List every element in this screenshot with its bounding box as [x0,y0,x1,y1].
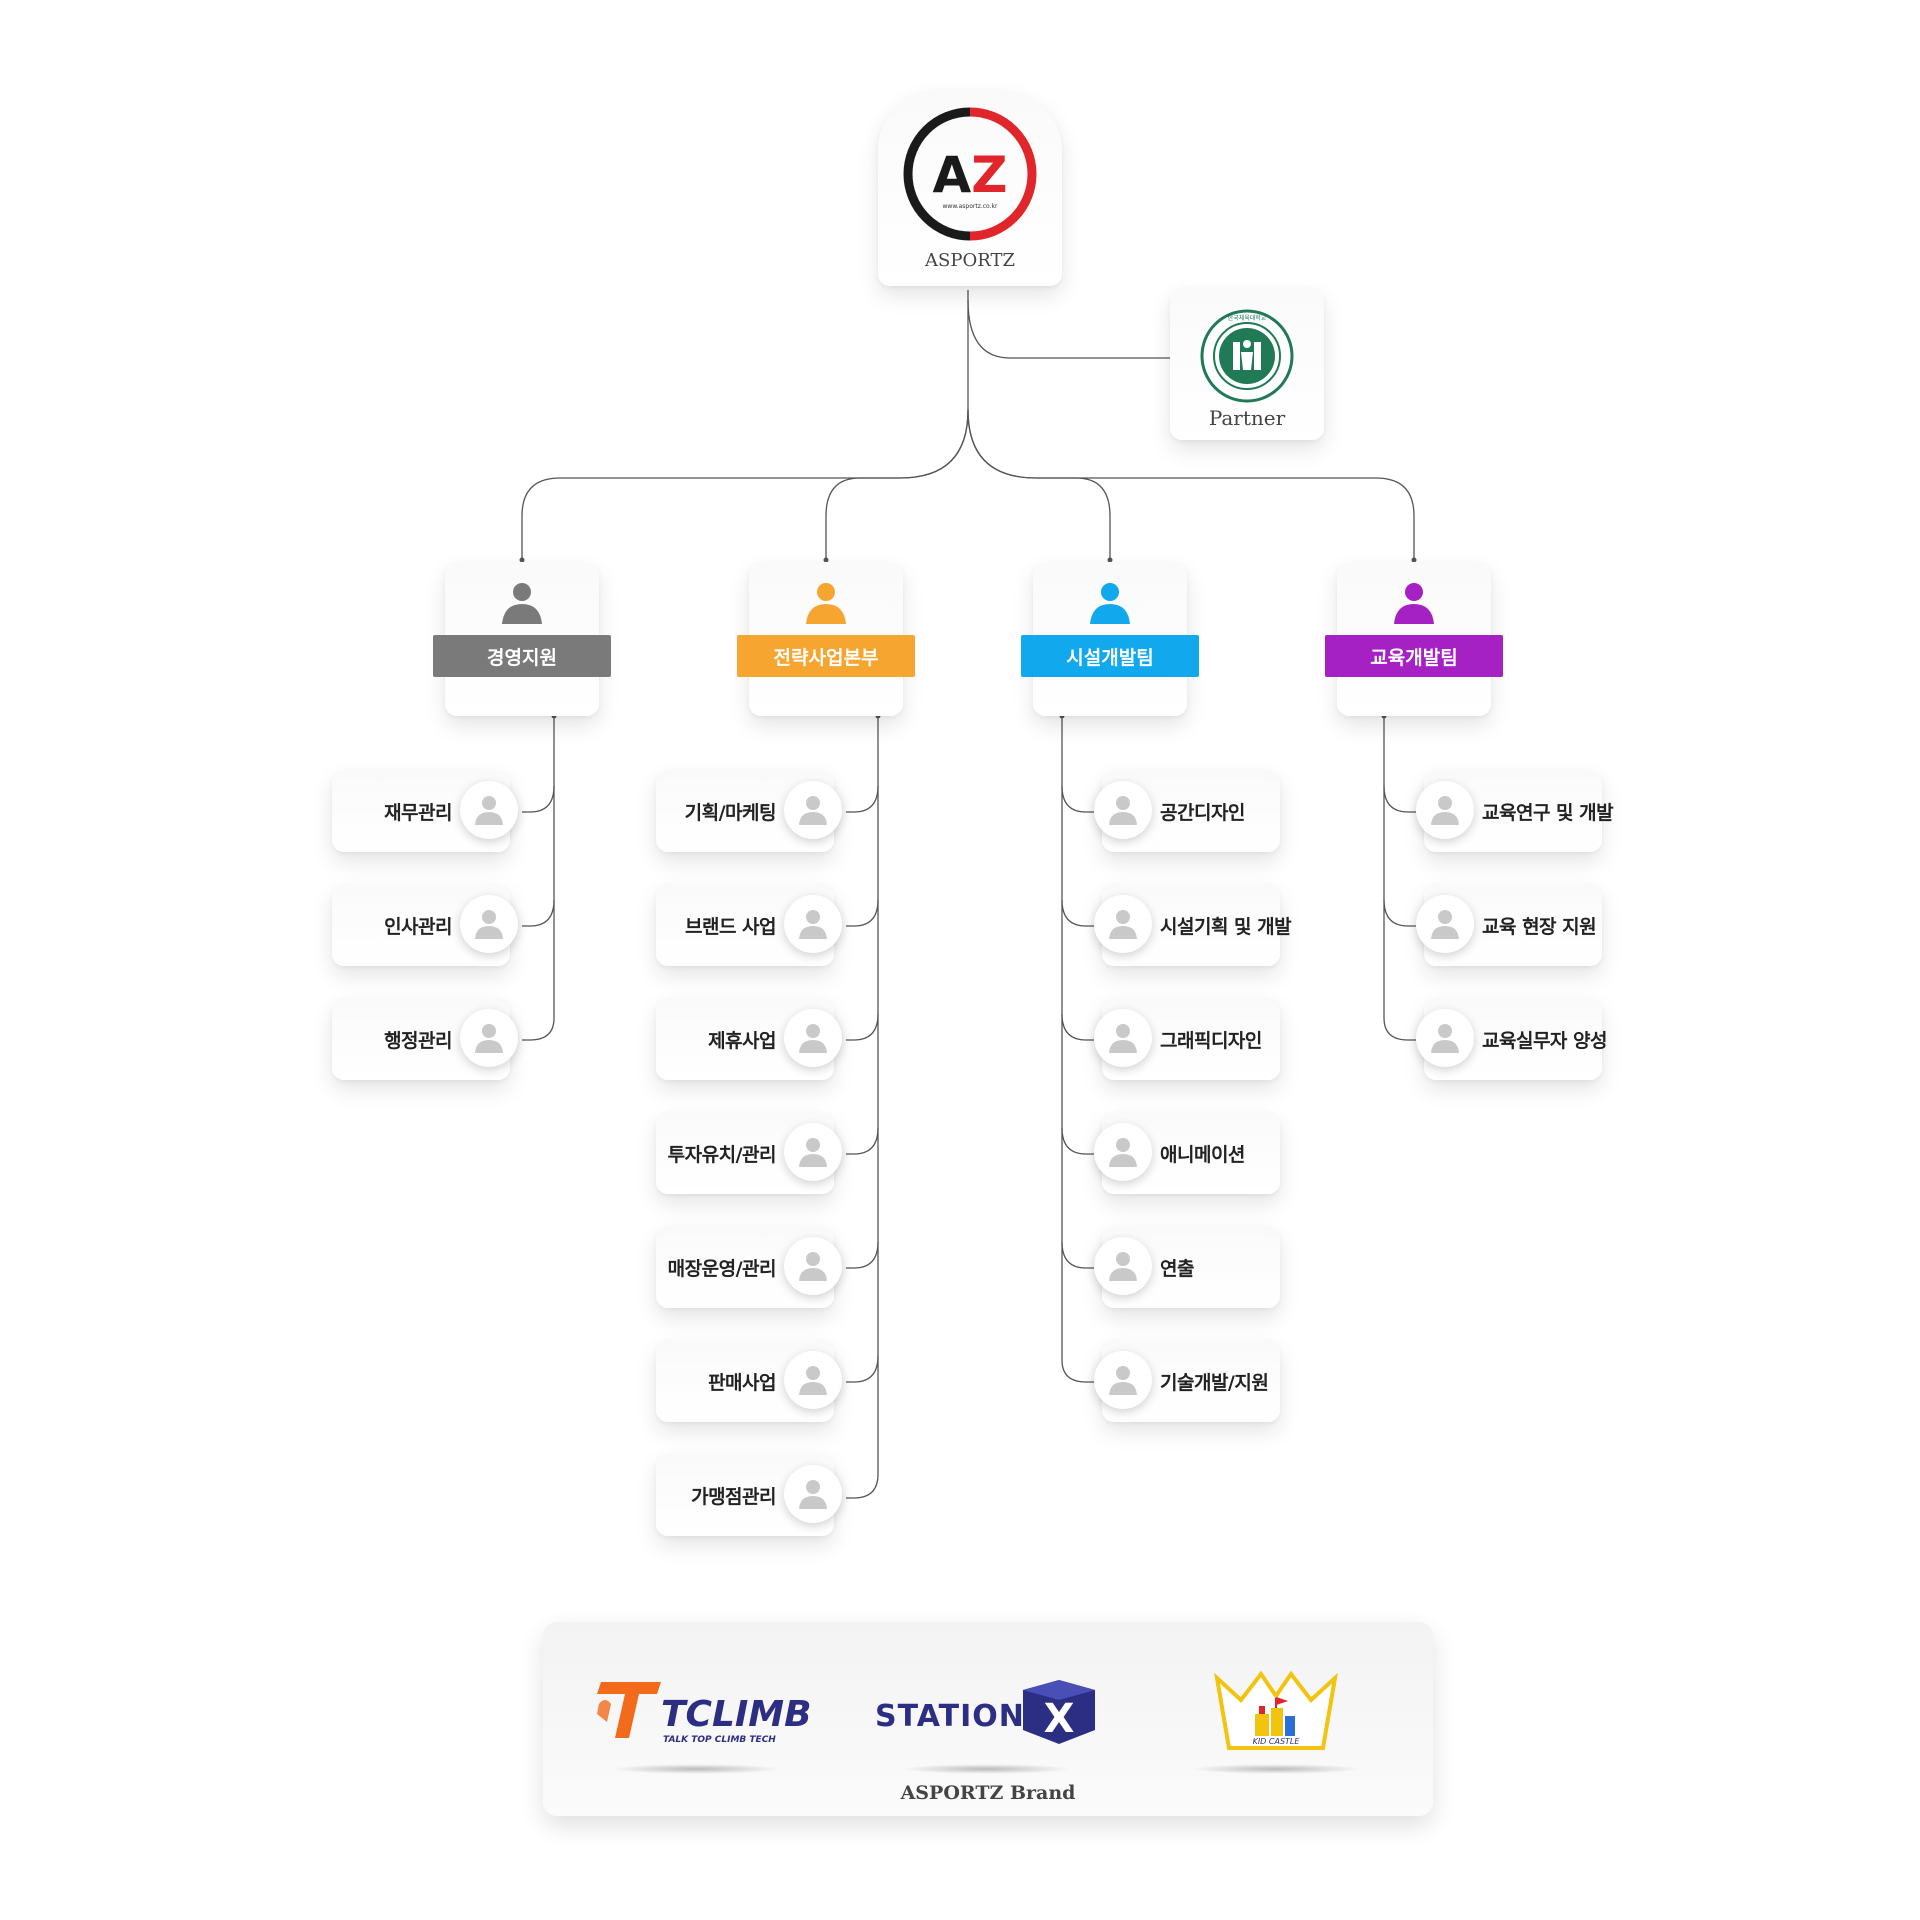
avatar-icon [784,1009,842,1067]
root-card: AZ www.asportz.co.kr ASPORTZ [878,90,1062,286]
brand-panel: TCLIMB TALK TOP CLIMB TECH STATION X KID… [543,1622,1433,1816]
tclimb-logo: TCLIMB TALK TOP CLIMB TECH [597,1682,811,1745]
avatar-icon [1094,1351,1152,1409]
sub-item-label: 인사관리 [384,915,452,938]
avatar-icon [1094,1237,1152,1295]
person-icon [806,583,846,624]
sub-item: 가맹점관리 [656,1454,842,1536]
sub-item-label: 가맹점관리 [691,1485,776,1508]
sub-item-label: 교육연구 및 개발 [1482,801,1614,824]
sub-item-label: 시설기획 및 개발 [1160,915,1292,938]
avatar-icon [784,895,842,953]
avatar-icon [1416,1009,1474,1067]
station-name: STATION [875,1699,1025,1734]
sub-item: 시설기획 및 개발 [1094,884,1292,966]
person-icon [1394,583,1434,624]
sub-item: 행정관리 [332,998,518,1080]
sub-item: 교육실무자 양성 [1416,998,1607,1080]
sub-item: 인사관리 [332,884,518,966]
brand-shadow [1191,1764,1361,1774]
avatar-icon [1094,895,1152,953]
partner-caption: Partner [1208,406,1286,430]
station-mark: X [1044,1696,1075,1742]
asportz-logo: AZ www.asportz.co.kr [903,107,1037,241]
avatar-icon [1094,781,1152,839]
sub-item-label: 공간디자인 [1160,801,1245,824]
avatar-icon [1094,1009,1152,1067]
logo-text: AZ [933,146,1008,204]
dept-name-banner: 전략사업본부 [737,635,915,677]
person-icon [502,583,542,624]
sub-item-label: 기술개발/지원 [1160,1371,1269,1394]
seal-top-text: 한국체육대학교 [1228,314,1267,322]
dept-head-strategy: 전략사업본부 [737,562,915,716]
sub-item-label: 행정관리 [384,1029,452,1052]
avatar-icon [784,1465,842,1523]
sub-item: 기획/마케팅 [656,770,842,852]
avatar-icon [784,1123,842,1181]
sub-item: 기술개발/지원 [1094,1340,1280,1422]
root-caption: ASPORTZ [925,250,1015,271]
sub-item: 투자유치/관리 [656,1112,842,1194]
dept-head-facility: 시설개발팀 [1021,562,1199,716]
sub-item: 재무관리 [332,770,518,852]
sub-item: 그래픽디자인 [1094,998,1280,1080]
sub-item: 공간디자인 [1094,770,1280,852]
partner-card: 한국체육대학교 Partner [1170,288,1324,440]
avatar-icon [460,895,518,953]
avatar-icon [1416,781,1474,839]
sub-item-label: 재무관리 [384,801,452,824]
brand-shadow [901,1764,1071,1774]
sub-item-label: 브랜드 사업 [684,915,777,938]
sub-item: 교육 현장 지원 [1416,884,1602,966]
sub-item: 브랜드 사업 [656,884,842,966]
sub-item-label: 판매사업 [708,1371,776,1394]
tclimb-name: TCLIMB [661,1694,811,1735]
sub-item-label: 그래픽디자인 [1160,1029,1262,1052]
kidcastle-name: KID CASTLE [1253,1737,1301,1746]
sub-item-label: 연출 [1160,1257,1194,1280]
avatar-icon [784,781,842,839]
avatar-icon [460,1009,518,1067]
dept-name-banner: 교육개발팀 [1325,635,1503,677]
dept-head-management: 경영지원 [433,562,611,716]
sub-item-label: 투자유치/관리 [667,1143,777,1166]
sub-item-label: 교육 현장 지원 [1482,915,1597,938]
avatar-icon [784,1237,842,1295]
tclimb-tagline: TALK TOP CLIMB TECH [663,1735,776,1745]
dept-head-education: 교육개발팀 [1325,562,1503,716]
brand-caption: ASPORTZ Brand [900,1782,1076,1804]
sub-item: 매장운영/관리 [656,1226,842,1308]
sub-item: 연출 [1094,1226,1280,1308]
logo-url: www.asportz.co.kr [943,203,998,210]
avatar-icon [1416,895,1474,953]
partner-seal-icon: 한국체육대학교 [1200,309,1294,403]
kidcastle-logo: KID CASTLE [1214,1670,1338,1750]
dept-name-banner: 시설개발팀 [1021,635,1199,677]
sub-item-label: 제휴사업 [708,1029,776,1052]
sub-item-label: 교육실무자 양성 [1482,1029,1607,1052]
brand-shadow [611,1764,781,1774]
avatar-icon [1094,1123,1152,1181]
person-icon [1090,583,1130,624]
sub-item-label: 애니메이션 [1160,1143,1245,1166]
dept-name-banner: 경영지원 [433,635,611,677]
sub-item-label: 매장운영/관리 [667,1257,777,1280]
avatar-icon [784,1351,842,1409]
sub-item-label: 기획/마케팅 [684,801,777,824]
sub-item: 판매사업 [656,1340,842,1422]
avatar-icon [460,781,518,839]
sub-item: 제휴사업 [656,998,842,1080]
sub-item: 교육연구 및 개발 [1416,770,1614,852]
sub-item: 애니메이션 [1094,1112,1280,1194]
stationx-logo: STATION X [875,1680,1095,1744]
